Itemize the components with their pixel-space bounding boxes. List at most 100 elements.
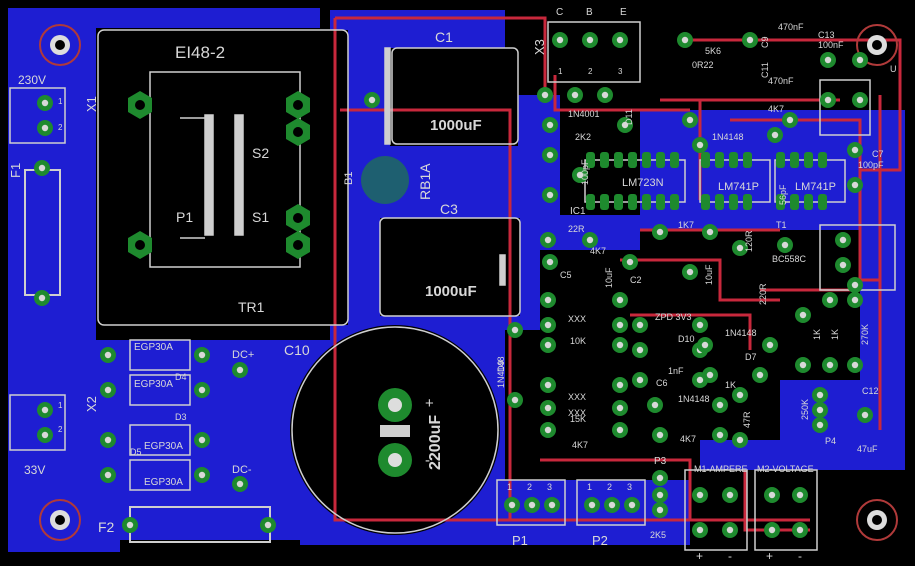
ic-pin bbox=[600, 152, 609, 168]
label-c9-value: 470nF bbox=[778, 22, 804, 32]
label-bc558c: BC558C bbox=[772, 254, 807, 264]
pad-hole bbox=[616, 341, 624, 349]
pad-hole bbox=[856, 56, 864, 64]
pad-hole bbox=[126, 521, 134, 529]
pad-hole bbox=[816, 421, 824, 429]
pad-hole bbox=[786, 116, 794, 124]
pad-hole bbox=[556, 36, 564, 44]
label-1n4148b: 1N4148 bbox=[725, 328, 757, 338]
pad-hole bbox=[41, 99, 49, 107]
pad-hole bbox=[544, 381, 552, 389]
rectifier-diodes bbox=[129, 339, 191, 491]
pad-hole bbox=[686, 116, 694, 124]
label-u: U bbox=[890, 64, 897, 74]
pad-hole bbox=[41, 124, 49, 132]
ic-pin bbox=[628, 194, 637, 210]
label-b1: B1 bbox=[343, 172, 355, 185]
label-ic-lm741b: LM741P bbox=[795, 181, 836, 193]
pad-hole bbox=[736, 436, 744, 444]
ic-pin bbox=[715, 152, 724, 168]
pad-hole bbox=[826, 296, 834, 304]
label-c10-minus: - bbox=[425, 452, 430, 469]
pad-hole bbox=[544, 426, 552, 434]
pad-hole bbox=[656, 474, 664, 482]
label-s2: S2 bbox=[252, 145, 269, 161]
label-c7-value: 100pF bbox=[858, 160, 884, 170]
label-c13-value: 100nF bbox=[818, 40, 844, 50]
label-d7: D7 bbox=[745, 352, 757, 362]
pad-hole bbox=[856, 96, 864, 104]
label-p1-pin3: 3 bbox=[547, 482, 552, 492]
pad-hole bbox=[766, 341, 774, 349]
pad-hole bbox=[616, 296, 624, 304]
pad-hole bbox=[368, 96, 376, 104]
pad-hole bbox=[771, 131, 779, 139]
pad-hole bbox=[198, 386, 206, 394]
pad-hole bbox=[701, 341, 709, 349]
label-m1: M1-AMPERE bbox=[694, 464, 748, 474]
label-47r: 47R bbox=[742, 411, 752, 428]
label-220r: 220R bbox=[758, 283, 768, 305]
pad-hole bbox=[781, 241, 789, 249]
pad-hole bbox=[696, 376, 704, 384]
pad-hole bbox=[236, 480, 244, 488]
pad-hole bbox=[38, 294, 46, 302]
label-4k7b: 4K7 bbox=[590, 246, 606, 256]
pad-hole bbox=[544, 296, 552, 304]
terminal-blocks bbox=[9, 21, 896, 551]
pad-hole bbox=[616, 321, 624, 329]
label-xxx3: XXX bbox=[568, 408, 586, 418]
label-egp1: EGP30A bbox=[134, 342, 173, 353]
pad-hole bbox=[104, 471, 112, 479]
label-c2-value: 10uF bbox=[704, 264, 714, 285]
label-p2: P2 bbox=[592, 533, 608, 548]
pad-hole bbox=[716, 401, 724, 409]
pad-hole bbox=[696, 141, 704, 149]
ic-pin bbox=[790, 152, 799, 168]
pad-hole bbox=[544, 404, 552, 412]
label-c10: C10 bbox=[284, 342, 310, 358]
label-c7: C7 bbox=[872, 149, 884, 159]
pad-hole bbox=[104, 386, 112, 394]
label-d3: D3 bbox=[175, 412, 187, 422]
label-m2: M2-VOLTAGE bbox=[757, 464, 814, 474]
label-xxx2: XXX bbox=[568, 392, 586, 402]
label-230v: 230V bbox=[18, 73, 46, 87]
pad-hole bbox=[768, 526, 776, 534]
label-c10-value: 2200uF bbox=[427, 415, 444, 470]
label-p1-pin2: 2 bbox=[527, 482, 532, 492]
label-x1: X1 bbox=[84, 96, 99, 112]
pad-hole bbox=[616, 404, 624, 412]
pad-hole bbox=[546, 121, 554, 129]
pad-hole bbox=[528, 501, 536, 509]
pad-hole bbox=[586, 236, 594, 244]
label-1k: 1K bbox=[725, 380, 736, 390]
label-d10: D10 bbox=[678, 334, 695, 344]
pad-hole bbox=[656, 431, 664, 439]
label-xxx1: XXX bbox=[568, 314, 586, 324]
ic-pin bbox=[670, 152, 679, 168]
ic-pin bbox=[776, 194, 785, 210]
label-x1-pin1: 1 bbox=[58, 97, 63, 106]
pad-hole bbox=[601, 91, 609, 99]
pad-hole bbox=[41, 406, 49, 414]
label-c12: C12 bbox=[862, 386, 879, 396]
pad-hole bbox=[588, 501, 596, 509]
label-c6: C6 bbox=[656, 378, 668, 388]
pad-hole bbox=[736, 391, 744, 399]
ic-pin bbox=[628, 152, 637, 168]
label-zpd: ZPD 3V3 bbox=[655, 312, 692, 322]
ic-pin bbox=[804, 194, 813, 210]
ic-pin bbox=[790, 194, 799, 210]
pad-hole bbox=[768, 491, 776, 499]
label-p2-pin2: 2 bbox=[607, 482, 612, 492]
ic-pin bbox=[729, 194, 738, 210]
pad-hole bbox=[541, 91, 549, 99]
pad-hole bbox=[511, 326, 519, 334]
label-0r22: 0R22 bbox=[692, 60, 714, 70]
pad-hole bbox=[264, 521, 272, 529]
label-dc-plus: DC+ bbox=[232, 349, 254, 361]
label-c2: C2 bbox=[630, 275, 642, 285]
label-ic1: IC1 bbox=[570, 206, 586, 217]
ic-pin bbox=[670, 194, 679, 210]
